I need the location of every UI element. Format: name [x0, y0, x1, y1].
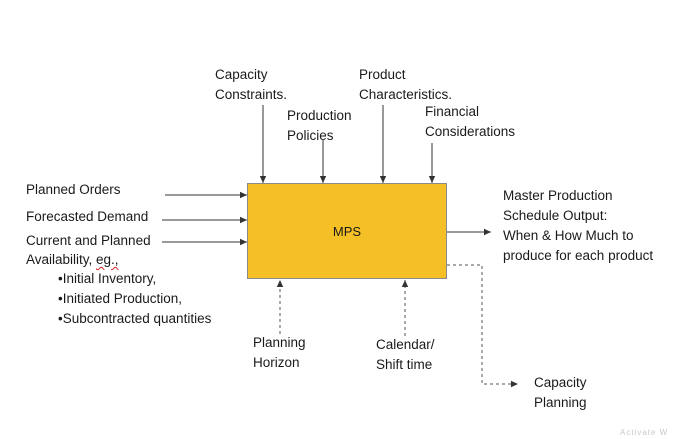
master-output-line-2: Schedule Output:	[503, 208, 608, 223]
calendar-line-2: Shift time	[376, 357, 433, 372]
production-line-1: Production	[287, 108, 352, 123]
capacity-line-1: Capacity	[215, 67, 268, 82]
financial-considerations-label: Financial Considerations	[425, 102, 515, 142]
calendar-line-1: Calendar/	[376, 337, 435, 352]
planning-horizon-line-1: Planning	[253, 335, 306, 350]
production-line-2: Policies	[287, 128, 334, 143]
arrow-capacity-planning	[447, 264, 518, 388]
production-policies-label: Production Policies	[287, 106, 352, 146]
forecasted-demand-label: Forecasted Demand	[26, 209, 149, 224]
product-characteristics-label: Product Characteristics.	[359, 65, 452, 105]
bullet-initiated-production: •Initiated Production,	[58, 291, 183, 306]
master-output-line-4: produce for each product	[503, 248, 654, 263]
bullet-subcontracted-quantities: •Subcontracted quantities	[58, 311, 212, 326]
availability-eg-text: eg.,	[96, 252, 119, 267]
capacity-planning-line-1: Capacity	[534, 375, 587, 390]
mps-box: MPS	[247, 183, 447, 279]
capacity-planning-label: Capacity Planning	[534, 373, 587, 413]
mps-label: MPS	[332, 223, 362, 239]
current-planned-label: Current and Planned	[26, 233, 151, 248]
planning-horizon-label: Planning Horizon	[253, 333, 306, 373]
financial-line-2: Considerations	[425, 124, 516, 139]
financial-line-1: Financial	[425, 104, 480, 119]
calendar-shift-label: Calendar/ Shift time	[376, 335, 435, 375]
availability-label: Availability, eg.,	[26, 250, 119, 270]
planning-horizon-line-2: Horizon	[253, 355, 300, 370]
planned-orders-label: Planned Orders	[26, 182, 121, 197]
master-output-line-3: When & How Much to	[503, 228, 634, 243]
capacity-planning-line-2: Planning	[534, 395, 587, 410]
product-line-1: Product	[359, 67, 406, 82]
watermark-text: Activate W	[620, 428, 669, 437]
bullet-initial-inventory: •Initial Inventory,	[58, 271, 157, 286]
availability-text: Availability,	[26, 252, 97, 267]
capacity-constraints-label: Capacity Constraints.	[215, 65, 287, 105]
product-line-2: Characteristics.	[359, 87, 453, 102]
master-output-line-1: Master Production	[503, 188, 613, 203]
capacity-line-2: Constraints.	[215, 87, 288, 102]
master-production-output-label: Master Production Schedule Output: When …	[503, 186, 653, 266]
availability-bullets: •Initial Inventory, •Initiated Productio…	[58, 269, 211, 329]
